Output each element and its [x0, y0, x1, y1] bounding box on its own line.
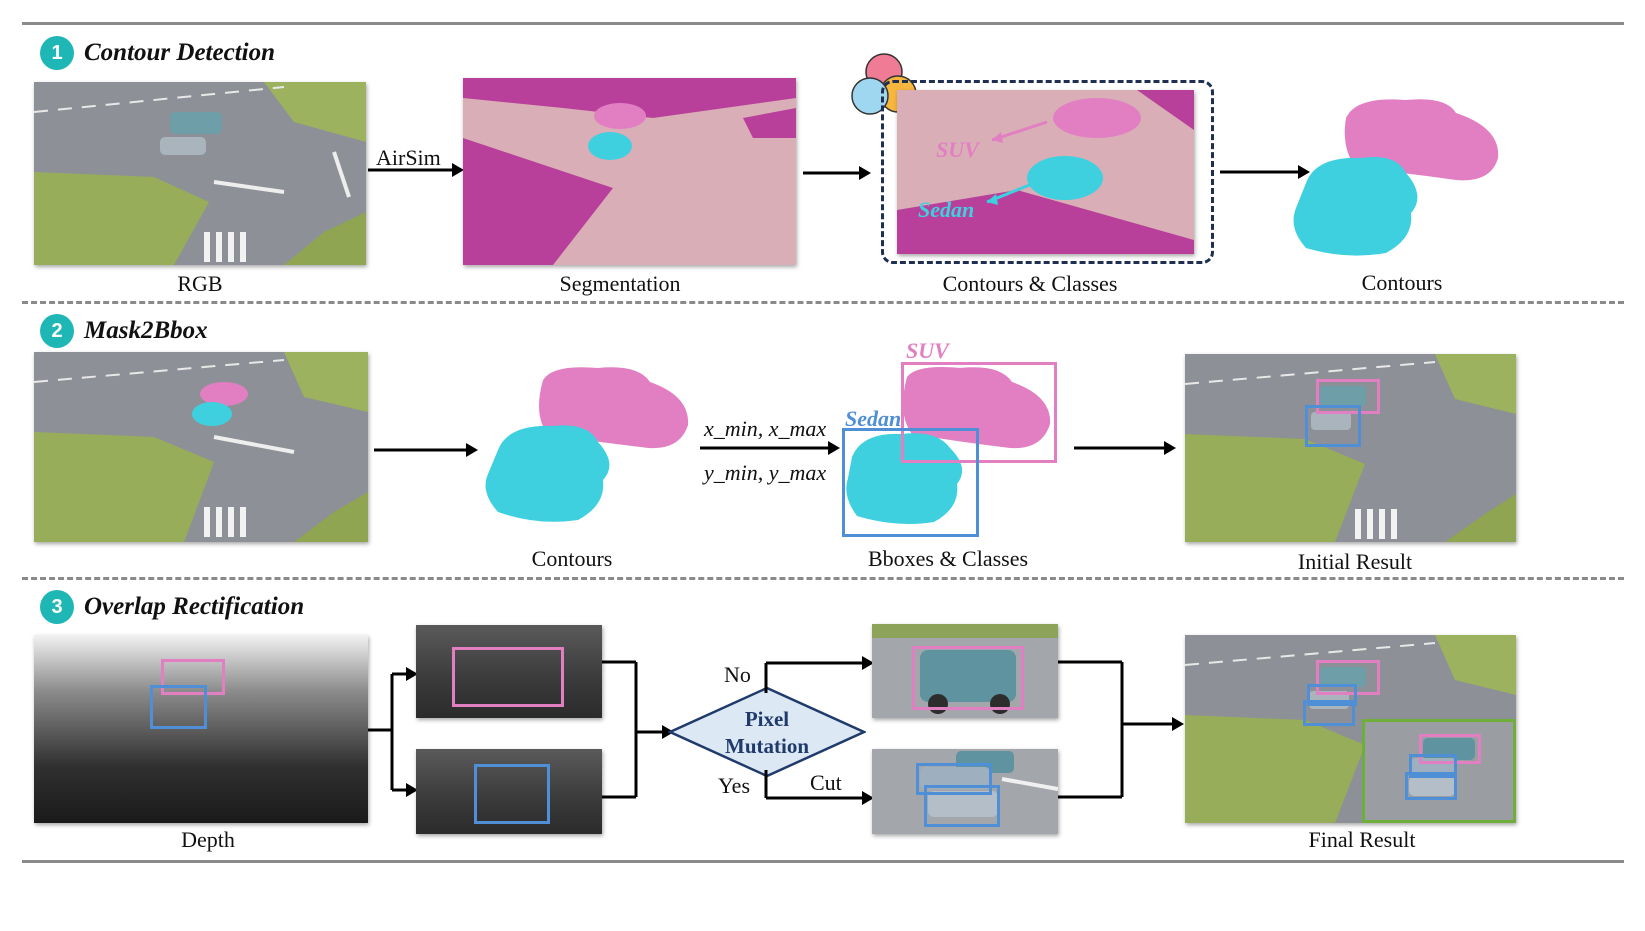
- decision-label: Pixel Mutation: [668, 706, 866, 760]
- final-zoom-inset: [1362, 719, 1516, 823]
- contours-classes-frame: [881, 80, 1214, 264]
- cut-bbox-lower: [924, 785, 1000, 827]
- decision-line-1: Pixel: [744, 707, 790, 731]
- section-3-badge: 3: [40, 590, 74, 624]
- suv-bbox: [901, 362, 1057, 463]
- label-sedan-row1: Sedan: [918, 197, 975, 222]
- depth-crop-sedan: [416, 749, 602, 834]
- arrow-seg-to-contours: [803, 166, 871, 180]
- airsim-label: AirSim: [376, 145, 441, 170]
- segmentation-image: [463, 78, 796, 265]
- final-suv-bbox: [1316, 660, 1380, 695]
- inset-suv-bbox: [1419, 734, 1481, 764]
- depth-crop-suv: [416, 625, 602, 718]
- inset-sedan-bbox-lower: [1405, 772, 1457, 800]
- no-branch-suv-bbox: [912, 646, 1024, 710]
- initial-sedan-bbox: [1305, 405, 1361, 447]
- section-1-badge: 1: [40, 36, 74, 70]
- caption-depth: Depth: [181, 827, 235, 852]
- caption-contours-row1: Contours: [1361, 270, 1443, 295]
- ymin-ymax-label: y_min, y_max: [704, 460, 827, 485]
- section-2-label: Mask2Bbox: [84, 317, 208, 344]
- arrow-yes-branch: [764, 770, 874, 805]
- initial-result-image: [1185, 354, 1516, 542]
- cut-bbox-upper: [916, 763, 992, 795]
- branch-no-label: No: [724, 662, 751, 687]
- caption-rgb: RGB: [177, 271, 223, 296]
- section-1-title: 1 Contour Detection: [40, 36, 275, 70]
- section-3-label: Overlap Rectification: [84, 593, 305, 620]
- final-sedan-bbox-upper: [1307, 684, 1357, 706]
- rgb-mask-overlay-image: [34, 352, 368, 542]
- depth-suv-bbox: [161, 659, 225, 695]
- crop-sedan-bbox: [474, 764, 550, 824]
- contours-mask-row2: [485, 367, 689, 522]
- section-1-label: Contour Detection: [84, 39, 275, 66]
- branch-yes-label: Yes: [718, 773, 751, 798]
- section-divider-1: [22, 301, 1624, 304]
- caption-bboxes-classes: Bboxes & Classes: [867, 546, 1029, 571]
- depth-sedan-bbox: [150, 685, 207, 729]
- arrow-contours-to-bboxes: [700, 441, 840, 455]
- top-rule: [22, 22, 1624, 25]
- label-suv-row2: SUV: [906, 338, 949, 363]
- arrow-rgb-to-seg: [368, 163, 464, 177]
- bboxes-masks: [846, 367, 1051, 524]
- merge-connector: [602, 660, 674, 799]
- no-branch-crop: [872, 624, 1058, 718]
- arrow-classes-to-contours: [1220, 165, 1310, 179]
- merge-to-final-connector: [1058, 660, 1184, 799]
- section-2-badge: 2: [40, 314, 74, 348]
- crop-suv-bbox: [452, 647, 564, 707]
- rgb-mask-overlay-illustration: [34, 352, 368, 542]
- final-result-image: [1185, 635, 1516, 823]
- initial-suv-bbox: [1316, 379, 1380, 414]
- rgb-image: [34, 82, 366, 265]
- arrow-bboxes-to-initial: [1074, 441, 1176, 455]
- final-sedan-bbox-lower: [1303, 700, 1355, 726]
- label-suv-row1: SUV: [936, 137, 979, 162]
- inset-sedan-bbox-upper: [1409, 754, 1457, 778]
- yes-branch-crop: [872, 749, 1058, 834]
- section-3-title: 3 Overlap Rectification: [40, 590, 304, 624]
- caption-initial-result: Initial Result: [1297, 549, 1413, 574]
- bottom-rule: [22, 860, 1624, 863]
- cut-label: Cut: [810, 770, 842, 795]
- arrow-no-branch: [764, 656, 874, 693]
- decision-line-2: Mutation: [725, 734, 809, 758]
- depth-image: [34, 635, 368, 823]
- label-sedan-row2: Sedan: [845, 406, 902, 431]
- contours-classes-illustration: [897, 90, 1194, 254]
- no-branch-illustration: [872, 624, 1058, 718]
- section-2-title: 2 Mask2Bbox: [40, 314, 208, 348]
- caption-segmentation: Segmentation: [559, 271, 681, 296]
- caption-final-result: Final Result: [1308, 827, 1416, 852]
- caption-contours-row2: Contours: [531, 546, 613, 571]
- section-divider-2: [22, 577, 1624, 580]
- xmin-xmax-label: x_min, x_max: [704, 416, 827, 441]
- caption-contours-classes: Contours & Classes: [942, 271, 1118, 296]
- rgb-scene-illustration: [34, 82, 366, 265]
- split-connector: [368, 667, 418, 797]
- arrow-overlay-to-contours: [374, 443, 478, 457]
- initial-result-illustration: [1185, 354, 1516, 542]
- contours-classes-image: [897, 90, 1194, 254]
- sedan-bbox: [842, 428, 979, 537]
- segmentation-illustration: [463, 78, 796, 265]
- contours-mask-row1: [1293, 99, 1499, 256]
